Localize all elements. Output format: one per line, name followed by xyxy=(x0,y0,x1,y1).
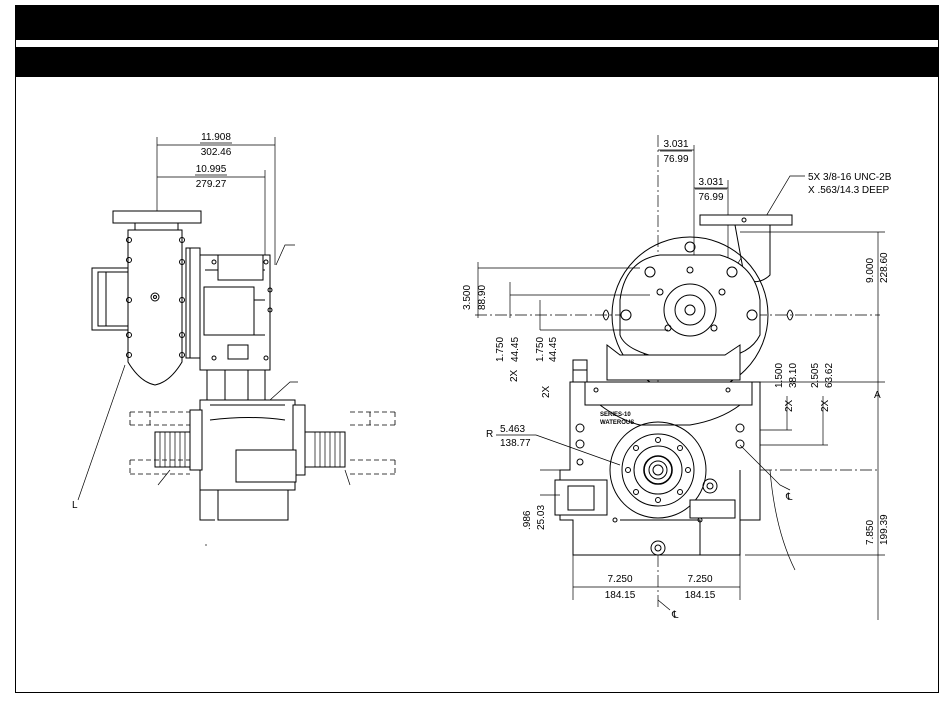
count-2x-a: 2X xyxy=(509,369,520,382)
radius-prefix: R xyxy=(486,429,493,440)
dim-175b-in: 1.750 xyxy=(535,337,546,362)
dim-175b-mm: 44.45 xyxy=(548,337,559,362)
count-2x-d: 2X xyxy=(820,399,831,412)
dim-2505-in: 2.505 xyxy=(810,363,821,388)
dim-725a-in: 7.250 xyxy=(607,574,632,585)
dim-986-mm: 25.03 xyxy=(536,505,547,530)
dim-9-mm: 228.60 xyxy=(879,252,890,283)
dim-350-mm: 88.90 xyxy=(477,285,488,310)
dim-inner-mm: 279.27 xyxy=(196,179,227,190)
thread-note-line1: 5X 3/8-16 UNC-2B xyxy=(808,172,892,183)
dim-7850-mm: 199.39 xyxy=(879,514,890,545)
centerline-right: ℄ xyxy=(785,492,793,503)
nameplate-brand: WATEROUS xyxy=(600,420,634,426)
dim-350-in: 3.500 xyxy=(462,285,473,310)
dim-986-in: .986 xyxy=(522,510,533,530)
dim-725b-in: 7.250 xyxy=(687,574,712,585)
dim-150-in: 1.500 xyxy=(774,363,785,388)
right-view: 3.031 76.99 3.031 76.99 5X 3/8-16 UNC-2B… xyxy=(462,135,892,621)
dim-radius-in: 5.463 xyxy=(500,424,525,435)
thread-note-line2: X .563/14.3 DEEP xyxy=(808,185,889,196)
dim-725b-mm: 184.15 xyxy=(685,590,716,601)
dim-2505-mm: 63.62 xyxy=(824,363,835,388)
dim-radius-mm: 138.77 xyxy=(500,438,531,449)
dim-9-in: 9.000 xyxy=(865,258,876,283)
dim-7850-in: 7.850 xyxy=(865,520,876,545)
dim-overall-mm: 302.46 xyxy=(201,147,232,158)
dim-150-mm: 38.10 xyxy=(788,363,799,388)
dim-overall-in: 11.908 xyxy=(201,132,231,143)
centerline-bottom: ℄ xyxy=(671,610,679,621)
count-2x-b: 2X xyxy=(541,385,552,398)
dim-top-a-in: 3.031 xyxy=(663,139,688,150)
label-a: A xyxy=(874,390,881,401)
dim-top-b-mm: 76.99 xyxy=(698,192,723,203)
dim-175a-mm: 44.45 xyxy=(510,337,521,362)
dim-top-b-in: 3.031 xyxy=(698,177,723,188)
nameplate-model: SERIES-10 xyxy=(600,412,631,418)
left-label-l: L xyxy=(72,500,78,511)
dim-inner-in: 10.995 xyxy=(196,164,227,175)
dim-175a-in: 1.750 xyxy=(495,337,506,362)
dim-top-a-mm: 76.99 xyxy=(663,154,688,165)
dim-725a-mm: 184.15 xyxy=(605,590,636,601)
count-2x-c: 2X xyxy=(784,399,795,412)
left-view: 11.908 302.46 10.995 279.27 xyxy=(72,132,395,545)
